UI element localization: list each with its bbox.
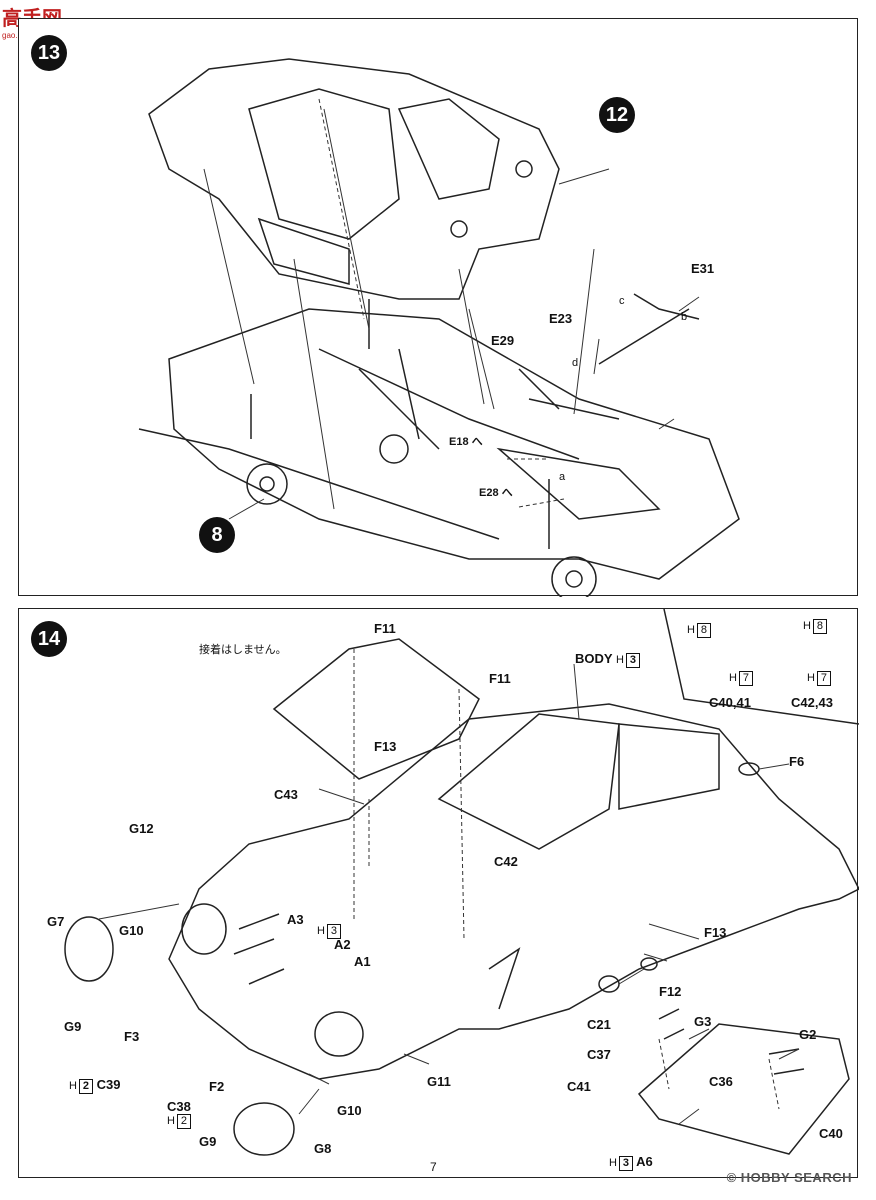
part-label-g10-top: G10 [119, 923, 144, 938]
lamp-cover-g8 [233, 1102, 295, 1156]
inset-h7-right-box: 7 [816, 671, 831, 686]
part-label-f12: F12 [659, 984, 682, 999]
car-body [168, 703, 859, 1080]
part-label-c36: C36 [709, 1074, 733, 1089]
part-label-f2: F2 [209, 1079, 225, 1094]
part-label-a2: A2 [334, 937, 351, 952]
chassis-frame [168, 308, 740, 580]
step-reference-12: 12 [599, 97, 635, 133]
part-label-a3: A3 [287, 912, 304, 927]
part-label-c42: C42 [494, 854, 518, 869]
part-label-f13-side: F13 [704, 925, 727, 940]
part-label-c40: C40 [819, 1126, 843, 1141]
inset-h8-left-box: 8 [696, 623, 711, 638]
inset-label-c40-41: C40,41 [709, 695, 751, 710]
c39-h: H [69, 1080, 77, 1092]
inset-h8-right-box: 8 [812, 619, 827, 634]
part-label-f3: F3 [124, 1029, 140, 1044]
body-label-text: BODY [575, 651, 613, 666]
part-label-f11-side: F11 [489, 671, 511, 686]
h3-box: 3 [326, 924, 341, 939]
part-label-g9-bottom: G9 [199, 1134, 217, 1149]
interior-floor [637, 1023, 850, 1155]
watermark: © HOBBY SEARCH [726, 1170, 852, 1185]
part-label-e23: E23 [549, 311, 573, 326]
part-label-e29: E29 [491, 333, 515, 348]
part-label-c43: C43 [274, 787, 298, 802]
h3-h: H [317, 925, 325, 937]
inset-h7-left-h: H [729, 672, 737, 684]
part-label-e31: E31 [691, 261, 715, 276]
part-label-c41: C41 [567, 1079, 591, 1094]
a6-h: H [609, 1157, 617, 1169]
chassis-drawing [138, 58, 740, 597]
part-label-e18: E18 へ [449, 436, 483, 448]
c38-box: 2 [176, 1114, 191, 1129]
marker-b: b [681, 311, 688, 323]
a6-box: 3 [618, 1156, 633, 1171]
c39-text: C39 [96, 1077, 121, 1092]
body-label-h: H [615, 654, 624, 666]
inset-h8-left-h: H [687, 624, 695, 636]
marker-d: d [572, 357, 579, 369]
step-13-panel: 13 12 8 E31 E23 E29 E18 へ E28 へ c b d a [18, 18, 858, 597]
body-label-box: 3 [625, 653, 640, 668]
part-label-g12: G12 [129, 821, 154, 836]
part-label-c37: C37 [587, 1047, 611, 1062]
part-label-g2: G2 [799, 1027, 817, 1042]
part-label-c21: C21 [587, 1017, 611, 1032]
part-label-f6: F6 [789, 754, 805, 769]
lamp-cover-g7 [64, 916, 114, 982]
body-drawing [64, 609, 859, 1156]
part-label-g10-bottom: G10 [337, 1103, 362, 1118]
hood-panel [272, 638, 480, 780]
inset-label-c42-43: C42,43 [791, 695, 833, 710]
part-label-g8: G8 [314, 1141, 332, 1156]
part-label-f13-top: F13 [374, 739, 397, 754]
part-label-c38: C38 [167, 1099, 191, 1114]
cockpit-tub [148, 58, 560, 300]
a6-text: A6 [636, 1154, 653, 1169]
inset-h8-right-h: H [803, 620, 811, 632]
page-number: 7 [430, 1160, 437, 1174]
step-reference-8: 8 [199, 517, 235, 553]
part-label-a1: A1 [354, 954, 371, 969]
marker-a: a [559, 471, 566, 483]
part-label-g11: G11 [427, 1074, 451, 1089]
part-label-f11-top: F11 [374, 621, 396, 636]
part-label-g3: G3 [694, 1014, 712, 1029]
part-label-g7: G7 [47, 914, 65, 929]
inset-h7-right-h: H [807, 672, 815, 684]
c39-box: 2 [78, 1079, 93, 1094]
no-glue-note: 接着はしません。 [199, 644, 287, 656]
c38-h: H [167, 1115, 175, 1127]
part-label-g9-left: G9 [64, 1019, 82, 1034]
marker-c: c [619, 295, 625, 307]
step-number-14: 14 [31, 621, 67, 657]
inset-h7-left-box: 7 [738, 671, 753, 686]
part-label-e28: E28 へ [479, 487, 513, 499]
step-number-13: 13 [31, 35, 67, 71]
